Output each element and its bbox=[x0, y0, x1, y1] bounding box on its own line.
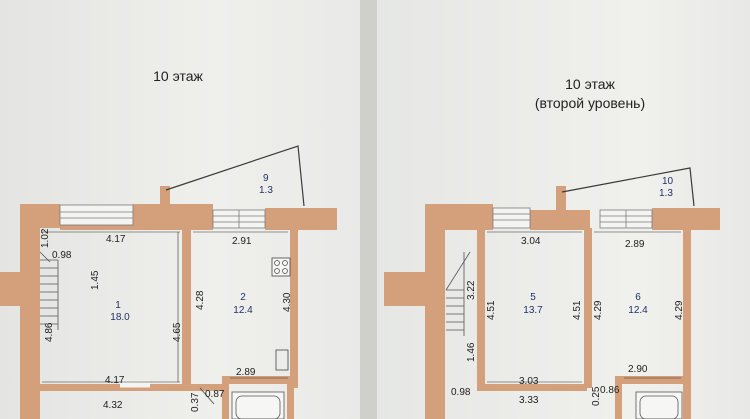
dim-2-90: 2.90 bbox=[628, 364, 648, 375]
dim-1-46: 1.46 bbox=[466, 342, 477, 362]
balcony-10-area: 1.3 bbox=[659, 188, 673, 199]
dim-4-17-top: 4.17 bbox=[106, 234, 126, 245]
room-1-area: 18.0 bbox=[110, 312, 130, 323]
dim-4-29-left: 4.29 bbox=[593, 300, 604, 320]
dim-4-65: 4.65 bbox=[172, 322, 183, 342]
balcony-9-area: 1.3 bbox=[259, 185, 273, 196]
left-staircase bbox=[39, 251, 59, 330]
bathtub-icon bbox=[231, 391, 285, 419]
dim-4-30: 4.30 bbox=[282, 292, 293, 312]
dim-0-25: 0.25 bbox=[591, 386, 602, 406]
dim-4-29-right: 4.29 bbox=[674, 300, 685, 320]
dim-1-45: 1.45 bbox=[90, 270, 101, 290]
balcony-9-number: 9 bbox=[263, 173, 269, 184]
dim-2-89: 2.89 bbox=[236, 367, 256, 378]
right-floor-heading: 10 этаж bbox=[565, 76, 615, 92]
right-walls bbox=[384, 186, 720, 419]
dim-0-87: 0.87 bbox=[205, 389, 225, 400]
stove-icon bbox=[271, 257, 291, 277]
dim-2-89-right: 2.89 bbox=[625, 239, 645, 250]
balcony-10-number: 10 bbox=[662, 176, 674, 187]
left-dimension-lines bbox=[42, 231, 288, 383]
dim-1-02: 1.02 bbox=[40, 228, 51, 248]
right-floor-subheading: (второй уровень) bbox=[534, 95, 646, 111]
left-labels: 9 1.3 1 18.0 2 12.4 4.17 2.91 1.02 0.98 … bbox=[40, 173, 293, 412]
dim-0-37: 0.37 bbox=[190, 392, 201, 412]
room-5-area: 13.7 bbox=[523, 305, 543, 316]
room-2-area: 12.4 bbox=[233, 305, 253, 316]
left-balcony-outline bbox=[165, 145, 305, 207]
dim-3-33: 3.33 bbox=[519, 395, 539, 406]
dim-4-86: 4.86 bbox=[44, 322, 55, 342]
sheet-gap bbox=[360, 0, 377, 419]
room-2-number: 2 bbox=[240, 292, 246, 303]
dim-0-86: 0.86 bbox=[600, 385, 620, 396]
room-5-number: 5 bbox=[530, 292, 536, 303]
dim-0-98: 0.98 bbox=[52, 250, 72, 261]
left-windows bbox=[59, 204, 266, 229]
right-labels: 10 1.3 5 13.7 6 12.4 3.04 2.89 3.22 4.51… bbox=[451, 176, 685, 406]
right-staircase bbox=[445, 251, 471, 336]
dim-4-51-left: 4.51 bbox=[486, 300, 497, 320]
dim-3-04: 3.04 bbox=[521, 236, 541, 247]
dim-4-28: 4.28 bbox=[195, 290, 206, 310]
right-balcony-outline bbox=[561, 167, 695, 207]
right-windows bbox=[492, 207, 653, 229]
room-1-number: 1 bbox=[115, 300, 121, 311]
dim-3-22: 3.22 bbox=[466, 280, 477, 300]
room-6-number: 6 bbox=[635, 292, 641, 303]
room-6-area: 12.4 bbox=[628, 305, 648, 316]
dim-3-03: 3.03 bbox=[519, 376, 539, 387]
sink-icon bbox=[275, 349, 289, 371]
left-floor-heading: 10 этаж bbox=[153, 68, 203, 84]
dim-4-51-right: 4.51 bbox=[572, 300, 583, 320]
dim-0-98-right: 0.98 bbox=[451, 387, 471, 398]
left-walls bbox=[0, 186, 337, 419]
dim-4-17-bottom: 4.17 bbox=[105, 375, 125, 386]
right-bathtub-icon bbox=[635, 391, 683, 419]
dim-4-32: 4.32 bbox=[103, 400, 123, 411]
dim-2-91: 2.91 bbox=[232, 236, 252, 247]
door-swing bbox=[199, 387, 215, 405]
right-dimension-lines bbox=[487, 231, 681, 383]
